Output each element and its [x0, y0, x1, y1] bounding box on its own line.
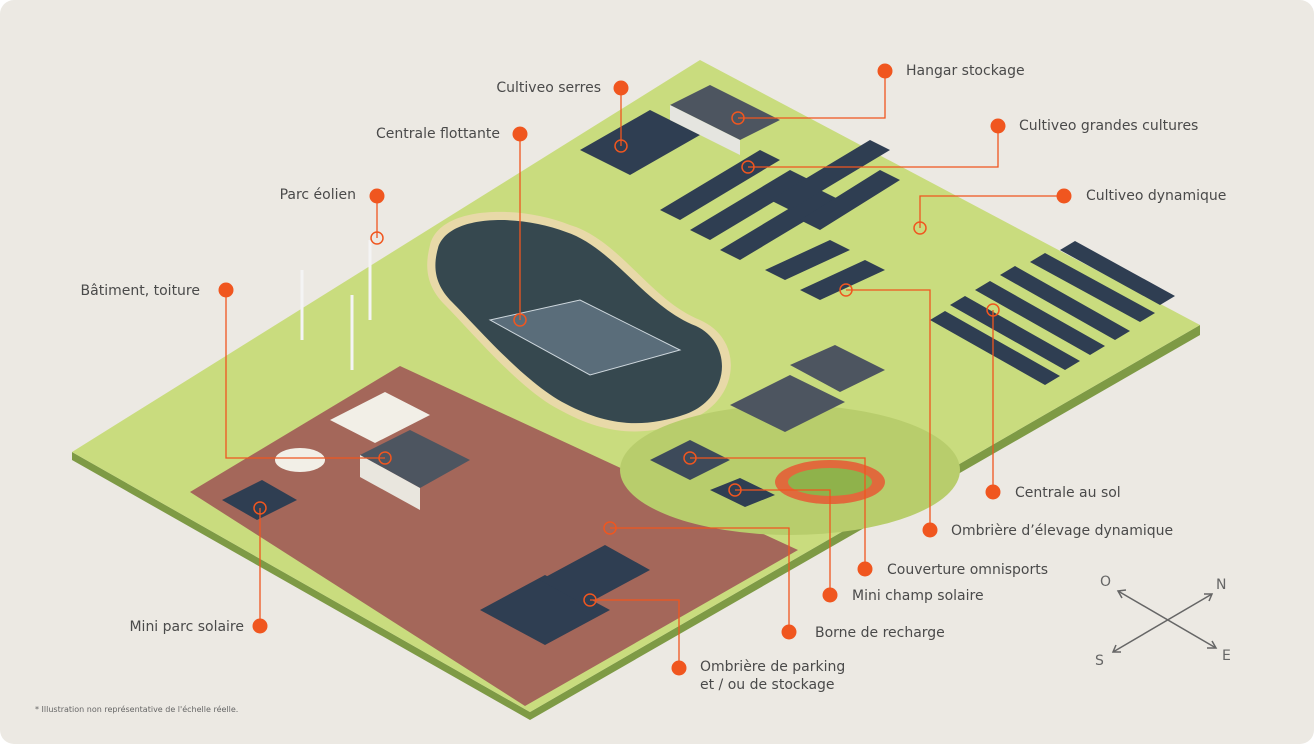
arrow-west-icon	[1116, 589, 1127, 599]
marker-couverture-omnisports[interactable]	[857, 561, 873, 577]
arrow-north-icon	[1204, 593, 1214, 602]
label-ombriere-parking: Ombrière de parking et / ou de stockage	[700, 658, 845, 694]
arrow-east-icon	[1207, 640, 1218, 649]
label-borne-recharge: Borne de recharge	[815, 625, 945, 641]
label-ombriere-parking-line1: Ombrière de parking	[700, 659, 846, 675]
marker-ombriere-elevage[interactable]	[922, 522, 938, 538]
label-batiment-toiture: Bâtiment, toiture	[80, 283, 200, 299]
compass-arrows	[1111, 589, 1218, 653]
label-ombriere-elevage: Ombrière d’élevage dynamique	[951, 523, 1174, 539]
label-mini-parc-solaire: Mini parc solaire	[129, 619, 244, 635]
marker-ombriere-parking[interactable]	[671, 660, 687, 676]
compass-south: S	[1095, 653, 1104, 669]
label-hangar-stockage: Hangar stockage	[906, 63, 1025, 79]
label-centrale-au-sol: Centrale au sol	[1015, 485, 1121, 501]
solar-panels	[222, 110, 1175, 645]
target-rings	[253, 111, 1000, 607]
label-parc-eolien: Parc éolien	[279, 187, 356, 203]
marker-cultiveo-serres[interactable]	[613, 80, 629, 96]
marker-batiment-toiture[interactable]	[218, 282, 234, 298]
marker-centrale-flottante[interactable]	[512, 126, 528, 142]
buildings	[275, 85, 885, 510]
arrow-south-icon	[1111, 644, 1121, 653]
marker-mini-parc-solaire[interactable]	[252, 618, 268, 634]
footnote: * Illustration non représentative de l'é…	[35, 705, 239, 714]
label-mini-champ-solaire: Mini champ solaire	[852, 588, 984, 604]
marker-borne-recharge[interactable]	[781, 624, 797, 640]
marker-mini-champ-solaire[interactable]	[822, 587, 838, 603]
marker-parc-eolien[interactable]	[369, 188, 385, 204]
label-cultiveo-grandes-cultures: Cultiveo grandes cultures	[1019, 118, 1199, 134]
marker-hangar-stockage[interactable]	[877, 63, 893, 79]
marker-centrale-au-sol[interactable]	[985, 484, 1001, 500]
label-centrale-flottante: Centrale flottante	[376, 126, 500, 142]
wind-turbines	[300, 240, 372, 370]
floating-solar	[488, 299, 682, 376]
label-cultiveo-serres: Cultiveo serres	[496, 80, 601, 96]
label-couverture-omnisports: Couverture omnisports	[887, 562, 1048, 578]
leader-lines	[225, 71, 1064, 668]
label-cultiveo-dynamique: Cultiveo dynamique	[1086, 188, 1227, 204]
marker-cultiveo-dynamique[interactable]	[1056, 188, 1072, 204]
label-ombriere-parking-line2: et / ou de stockage	[700, 677, 835, 693]
compass-west: O	[1100, 574, 1112, 590]
industrial-area	[190, 366, 798, 706]
compass-north: N	[1216, 577, 1227, 593]
compass-east: E	[1222, 648, 1231, 664]
marker-cultiveo-grandes-cultures[interactable]	[990, 118, 1006, 134]
